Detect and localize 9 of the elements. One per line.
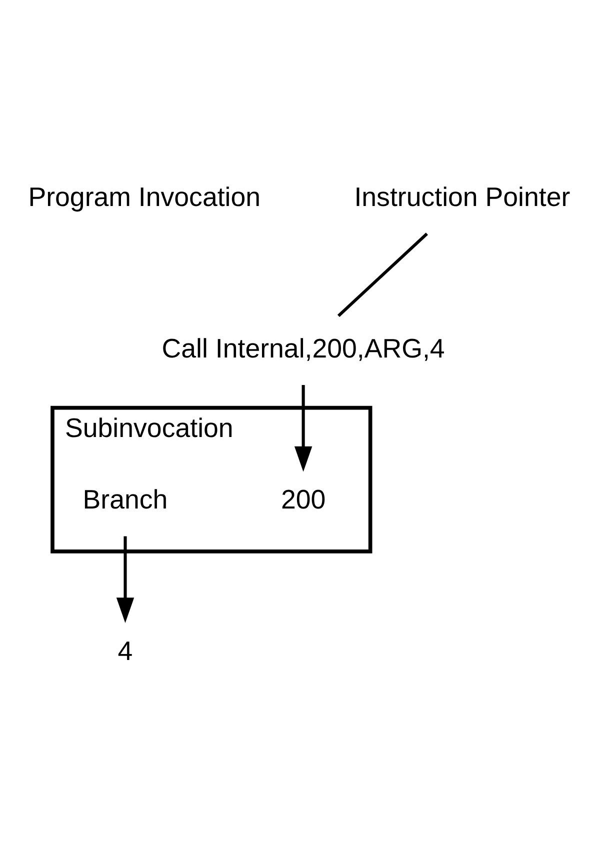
node-text: 4 — [118, 636, 133, 666]
node-text: Branch — [82, 484, 168, 515]
arrow — [294, 385, 312, 472]
connector — [337, 232, 428, 317]
arrow — [116, 536, 134, 623]
node-text: Instruction Pointer — [354, 182, 570, 212]
node-text: Call Internal,200,ARG,4 — [162, 333, 445, 364]
node-text: 200 — [280, 484, 326, 515]
label: Program Invocation — [28, 182, 261, 212]
